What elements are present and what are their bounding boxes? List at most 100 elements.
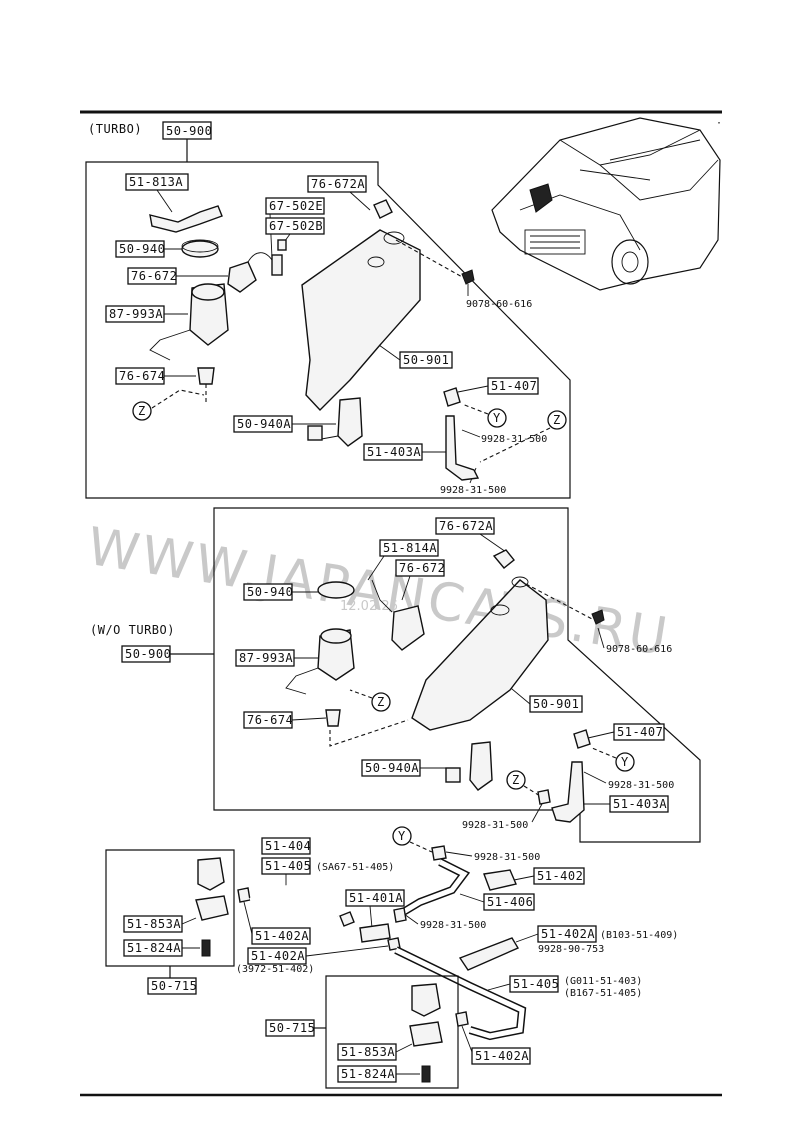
- turbo-bolt-label: 9078-60-616: [466, 299, 532, 310]
- note-g011: (G011-51-403): [564, 976, 642, 987]
- noturbo-callout-z2: Z: [512, 773, 520, 787]
- noturbo-bolt-icon: [591, 609, 605, 625]
- noturbo-tank-label: 50-901: [533, 697, 579, 711]
- turbo-bracket-label: 51-813A: [129, 175, 183, 189]
- noturbo-joint-label: 51-407: [617, 725, 663, 739]
- left-nozzle-icon: [197, 857, 225, 891]
- svg-text:·: ·: [716, 118, 722, 129]
- noturbo-callout-y: Y: [621, 755, 629, 769]
- left-824-icon: [201, 939, 211, 957]
- turbo-tank-label: 50-901: [403, 353, 449, 367]
- right-405-label: 51-405: [513, 977, 559, 991]
- noturbo-section: (W/O TURBO) 50-900 76-672A 51-814A 76-67…: [90, 507, 701, 843]
- turbo-tank-icon: [301, 229, 421, 412]
- turbo-callout-z1: Z: [138, 404, 146, 418]
- watermark-site: WWW.JAPANCATS.RU: [83, 517, 674, 668]
- turbo-cap-bottom-icon: [197, 367, 215, 385]
- noturbo-motor-label: 87-993A: [239, 651, 293, 665]
- noturbo-callout-z1: Z: [377, 695, 385, 709]
- left-824-label: 51-824A: [127, 941, 181, 955]
- turbo-band-label: 50-940: [119, 242, 165, 256]
- turbo-cap-b-label: 67-502B: [269, 219, 323, 233]
- turbo-joint-icon: [443, 387, 461, 407]
- left-402a-label: 51-402A: [255, 929, 309, 943]
- turbo-clip-b-label: 9928-31-500: [440, 485, 506, 496]
- hose-405-label: 51-405: [265, 859, 311, 873]
- noturbo-cap-bottom-icon: [325, 709, 341, 727]
- mid-402a-label: 51-402A: [251, 949, 305, 963]
- nozzle-402-icon: [483, 869, 517, 891]
- right-824-label: 51-824A: [341, 1067, 395, 1081]
- right-824-icon: [421, 1065, 431, 1083]
- left-nozzle-box: [105, 849, 235, 967]
- bottom-402a-label: 51-402A: [475, 1049, 529, 1063]
- noturbo-tank-icon: [411, 579, 549, 731]
- noturbo-joint-icon: [573, 729, 591, 749]
- turbo-clip-a-label: 9928-31-500: [481, 434, 547, 445]
- left-715-label: 50-715: [151, 979, 197, 993]
- turbo-pump-label: 50-940A: [237, 417, 291, 431]
- turbo-cap-e-label: 67-502E: [269, 199, 323, 213]
- right-715-label: 50-715: [269, 1021, 315, 1035]
- watermark-stamp: 12.02.26: [340, 599, 398, 614]
- noturbo-bracket-label: 51-814A: [383, 541, 437, 555]
- turbo-grommet-top-icon: [373, 199, 393, 219]
- turbo-callout-z2: Z: [553, 413, 561, 427]
- turbo-bolt-icon: [461, 269, 475, 285]
- right-nozzle-icon: [411, 983, 441, 1017]
- noturbo-grommet-top-icon: [492, 549, 515, 569]
- noturbo-pump-label: 50-940A: [365, 761, 419, 775]
- turbo-grommet-top-label: 76-672A: [311, 177, 365, 191]
- noturbo-band-icon: [317, 581, 355, 599]
- right-402a-icon: [458, 937, 520, 971]
- turbo-callout-y: Y: [493, 411, 501, 425]
- noturbo-bolt-label: 9078-60-616: [606, 644, 672, 655]
- turbo-grommet-icon: [227, 261, 257, 293]
- joint-401-label: 51-401A: [349, 891, 403, 905]
- turbo-cap-e-icon: [271, 254, 283, 276]
- hose-405-note: (SA67-51-405): [316, 862, 394, 873]
- noturbo-clip-b-label: 9928-31-500: [462, 820, 528, 831]
- turbo-band-icon: [181, 240, 219, 258]
- hose-406-icon: [398, 859, 468, 917]
- nozzle-402-label: 51-402: [537, 869, 583, 883]
- noturbo-assembly-label: 50-900: [125, 647, 171, 661]
- note-b167: (B167-51-405): [564, 988, 642, 999]
- note-9928-90: 9928-90-753: [538, 944, 604, 955]
- noturbo-hose-label: 51-403A: [613, 797, 667, 811]
- turbo-cap-bottom-label: 76-674: [119, 369, 165, 383]
- left-853-label: 51-853A: [127, 917, 181, 931]
- turbo-joint-label: 51-407: [491, 379, 537, 393]
- note-3972: (3972-51-402): [236, 964, 314, 975]
- turbo-bracket-icon: [149, 205, 223, 233]
- turbo-grommet-label: 76-672: [131, 269, 177, 283]
- right-402a-label: 51-402A: [541, 927, 595, 941]
- noturbo-outline: [213, 507, 701, 843]
- noturbo-cap-bottom-label: 76-674: [247, 713, 293, 727]
- turbo-assembly-label: 50-900: [166, 124, 212, 138]
- car-illustration-icon: [491, 117, 721, 291]
- right-nozzle-box: [325, 975, 459, 1089]
- noturbo-heading: (W/O TURBO): [90, 623, 175, 637]
- turbo-cap-b-icon: [277, 239, 287, 251]
- right-853-icon: [409, 1021, 443, 1047]
- noturbo-pump-icon: [469, 741, 493, 791]
- note-b103: (B103-51-409): [600, 930, 678, 941]
- noturbo-hose-icon: [551, 761, 585, 823]
- noturbo-grommet-icon: [391, 605, 425, 651]
- turbo-heading: (TURBO): [88, 122, 142, 136]
- turbo-section: (TURBO) 50-900 51-813A 50-940 76-672A 67…: [85, 121, 571, 499]
- lower-section: 51-853A 51-824A 50-715 51-402A 51-404 51…: [105, 826, 678, 1089]
- noturbo-grommet-top-label: 76-672A: [439, 519, 493, 533]
- hose-404-label: 51-404: [265, 839, 311, 853]
- clip-mid-label: 9928-31-500: [420, 920, 486, 931]
- right-853-label: 51-853A: [341, 1045, 395, 1059]
- noturbo-grommet-label: 76-672: [399, 561, 445, 575]
- lower-callout-y: Y: [398, 829, 406, 843]
- hose-406-label: 51-406: [487, 895, 533, 909]
- clip-y-label: 9928-31-500: [474, 852, 540, 863]
- turbo-motor-label: 87-993A: [109, 307, 163, 321]
- left-853-icon: [195, 895, 229, 921]
- turbo-pump-icon: [337, 397, 363, 447]
